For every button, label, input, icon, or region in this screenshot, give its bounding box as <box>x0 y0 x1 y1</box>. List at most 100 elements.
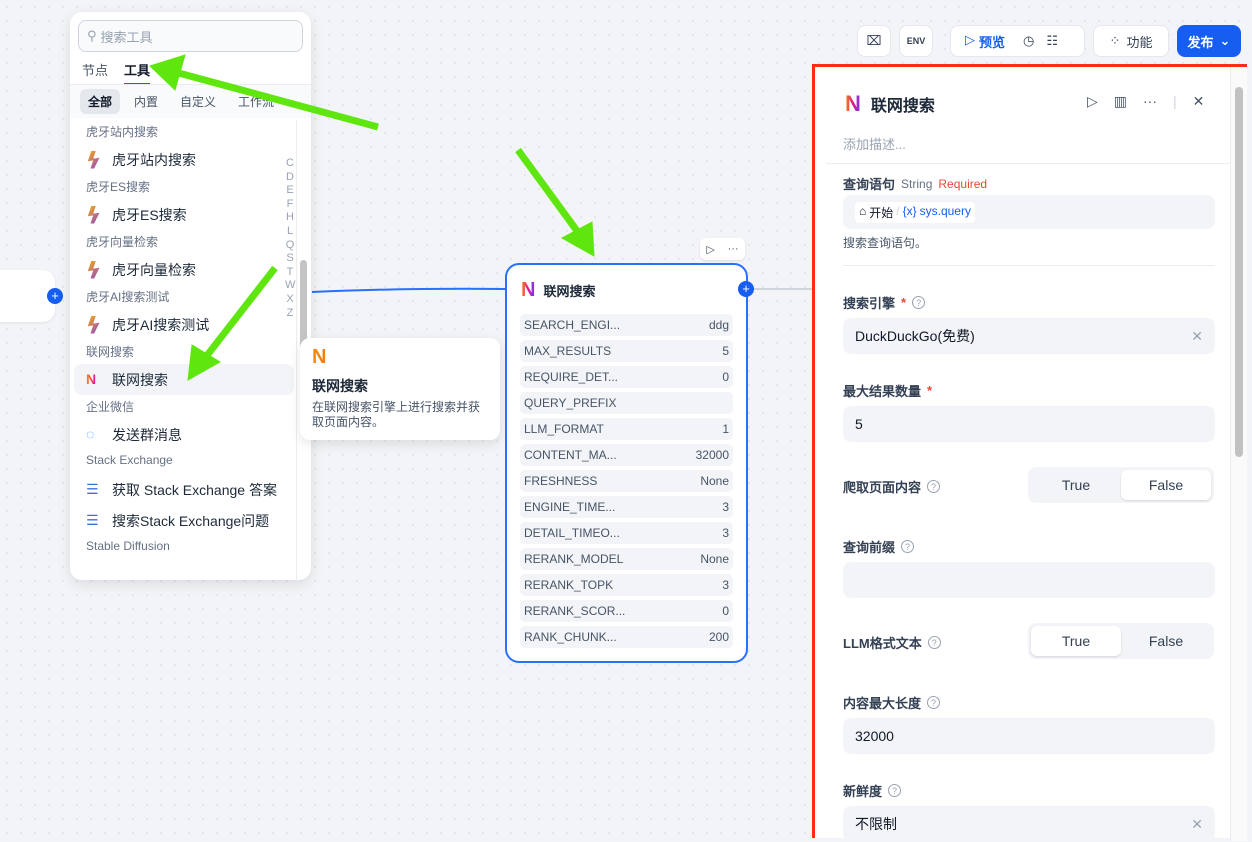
tool-item[interactable]: 虎牙ES搜索 <box>74 199 294 230</box>
publish-button[interactable]: 发布⌄ <box>1177 25 1241 57</box>
tool-item[interactable]: 虎牙向量检索 <box>74 254 294 285</box>
content-max-input[interactable]: 32000 <box>843 718 1215 754</box>
param-value: None <box>700 552 729 566</box>
panel-title[interactable]: 联网搜索 <box>870 98 935 115</box>
alphabet-letter[interactable]: C <box>286 157 294 169</box>
tool-group-title: 虎牙站内搜索 <box>86 125 159 139</box>
llm-true-option[interactable]: True <box>1031 626 1121 656</box>
checklist-button[interactable]: ⌧ <box>857 25 891 57</box>
scrollbar-track[interactable] <box>296 120 311 580</box>
alphabet-letter[interactable]: T <box>286 265 294 278</box>
tooltip-title: 联网搜索 <box>312 378 368 394</box>
help-icon[interactable]: ? <box>927 480 941 493</box>
tool-item[interactable]: ◌ 发送群消息 <box>74 419 294 450</box>
checklist-icon[interactable]: ☷ <box>1046 33 1059 48</box>
help-icon[interactable]: ? <box>927 636 941 649</box>
alphabet-letter[interactable]: Q <box>285 238 295 251</box>
run-node-icon[interactable]: ▷ <box>706 243 715 256</box>
subtab-all[interactable]: 全部 <box>80 89 121 114</box>
param-value: 0 <box>722 604 729 618</box>
search-input[interactable]: ⚲搜索工具 <box>78 20 303 52</box>
preview-button[interactable]: ▷预览 <box>965 31 1006 50</box>
tool-tooltip: N 联网搜索 在联网搜索引擎上进行搜索并获取页面内容。 <box>300 338 500 440</box>
alphabet-letter[interactable]: S <box>286 252 294 265</box>
param-key: RANK_CHUNK... <box>524 630 617 644</box>
node-param-row: LLM_FORMAT 1 <box>520 418 733 440</box>
book-icon[interactable]: ▥ <box>1113 93 1128 109</box>
more-icon[interactable]: ··· <box>1143 93 1158 109</box>
subtab-workflow[interactable]: 工作流 <box>238 95 275 109</box>
node-toolbar: ▷ ··· <box>700 238 745 260</box>
panel-scrollbar[interactable] <box>1230 67 1247 841</box>
freshness-select[interactable]: 不限制✕ <box>843 806 1215 842</box>
param-value: 3 <box>722 578 729 592</box>
clear-icon[interactable]: ✕ <box>1191 815 1203 832</box>
env-button[interactable]: ENV <box>899 25 933 57</box>
alphabet-letter[interactable]: E <box>286 184 294 197</box>
prefix-input[interactable] <box>843 562 1215 598</box>
alphabet-letter[interactable]: F <box>286 197 294 210</box>
llm-false-option[interactable]: False <box>1148 633 1184 649</box>
crawl-false-option[interactable]: False <box>1121 470 1211 500</box>
tool-item-label: 搜索Stack Exchange问题 <box>112 512 270 529</box>
max-results-input[interactable]: 5 <box>843 406 1215 442</box>
crawl-true-option[interactable]: True <box>1061 477 1091 493</box>
play-icon: ▷ <box>965 31 975 47</box>
tab-tools[interactable]: 工具 <box>124 60 151 85</box>
param-key: RERANK_TOPK <box>524 578 614 592</box>
node-param-row: DETAIL_TIMEO...3 <box>520 522 733 544</box>
alphabet-letter[interactable]: W <box>285 279 296 292</box>
param-value: 1 <box>722 422 729 436</box>
param-key: REQUIRE_DET... <box>524 370 619 384</box>
huya-logo-icon <box>87 150 100 169</box>
stack-exchange-icon: ☰ <box>86 480 99 497</box>
alphabet-letter[interactable]: X <box>286 292 294 305</box>
scrollbar-thumb[interactable] <box>300 260 307 350</box>
env-icon: ENV <box>906 36 926 46</box>
query-variable-input[interactable]: ⌂开始/{x}sys.query <box>843 195 1215 229</box>
alphabet-letter[interactable]: D <box>286 170 294 183</box>
node-param-row: REQUIRE_DET... 0 <box>520 366 733 388</box>
help-icon[interactable]: ? <box>888 784 902 797</box>
features-button[interactable]: ⁘功能 <box>1093 25 1169 57</box>
add-connection-icon[interactable]: + <box>47 288 63 304</box>
param-value: 5 <box>722 344 729 358</box>
param-value: 0 <box>722 370 729 384</box>
param-key: QUERY_PREFIX <box>524 396 617 410</box>
tool-item-label: 发送群消息 <box>112 426 182 443</box>
start-node-partial[interactable] <box>0 270 55 322</box>
help-icon[interactable]: ? <box>901 540 915 553</box>
wecom-icon: ◌ <box>86 425 95 442</box>
node-param-row: SEARCH_ENGI...ddg <box>520 314 733 336</box>
more-icon[interactable]: ··· <box>727 243 739 255</box>
alphabet-letter[interactable]: Z <box>286 306 294 319</box>
description-input[interactable]: 添加描述... <box>843 137 906 152</box>
run-history-icon[interactable]: ◷ <box>1023 33 1035 48</box>
tool-item[interactable]: 虎牙站内搜索 <box>74 144 294 175</box>
run-icon[interactable]: ▷ <box>1087 93 1098 109</box>
param-key: FRESHNESS <box>524 474 598 488</box>
close-icon[interactable]: ✕ <box>1192 93 1205 109</box>
alphabet-letter[interactable]: L <box>286 224 294 237</box>
param-key: LLM_FORMAT <box>524 422 604 436</box>
node-param-row: RERANK_SCOR...0 <box>520 600 733 622</box>
subtab-custom[interactable]: 自定义 <box>180 95 217 109</box>
max-results-label: 最大结果数量 <box>843 384 922 399</box>
tool-item[interactable]: ☰搜索Stack Exchange问题 <box>74 505 294 536</box>
tool-item[interactable]: 虎牙AI搜索测试 <box>74 309 294 340</box>
tab-nodes[interactable]: 节点 <box>82 63 109 78</box>
help-icon[interactable]: ? <box>927 696 941 709</box>
help-icon[interactable]: ? <box>912 296 926 309</box>
engine-select[interactable]: DuckDuckGo(免费)✕ <box>843 318 1215 354</box>
clear-icon[interactable]: ✕ <box>1191 327 1203 344</box>
preview-group: ▷预览 ◷ ☷ <box>950 25 1085 57</box>
tool-item[interactable]: ☰获取 Stack Exchange 答案 <box>74 474 294 505</box>
subtab-builtin[interactable]: 内置 <box>134 95 159 109</box>
huya-logo-icon <box>87 205 100 224</box>
add-next-node-icon[interactable]: + <box>738 281 754 297</box>
alphabet-letter[interactable]: H <box>286 211 294 224</box>
